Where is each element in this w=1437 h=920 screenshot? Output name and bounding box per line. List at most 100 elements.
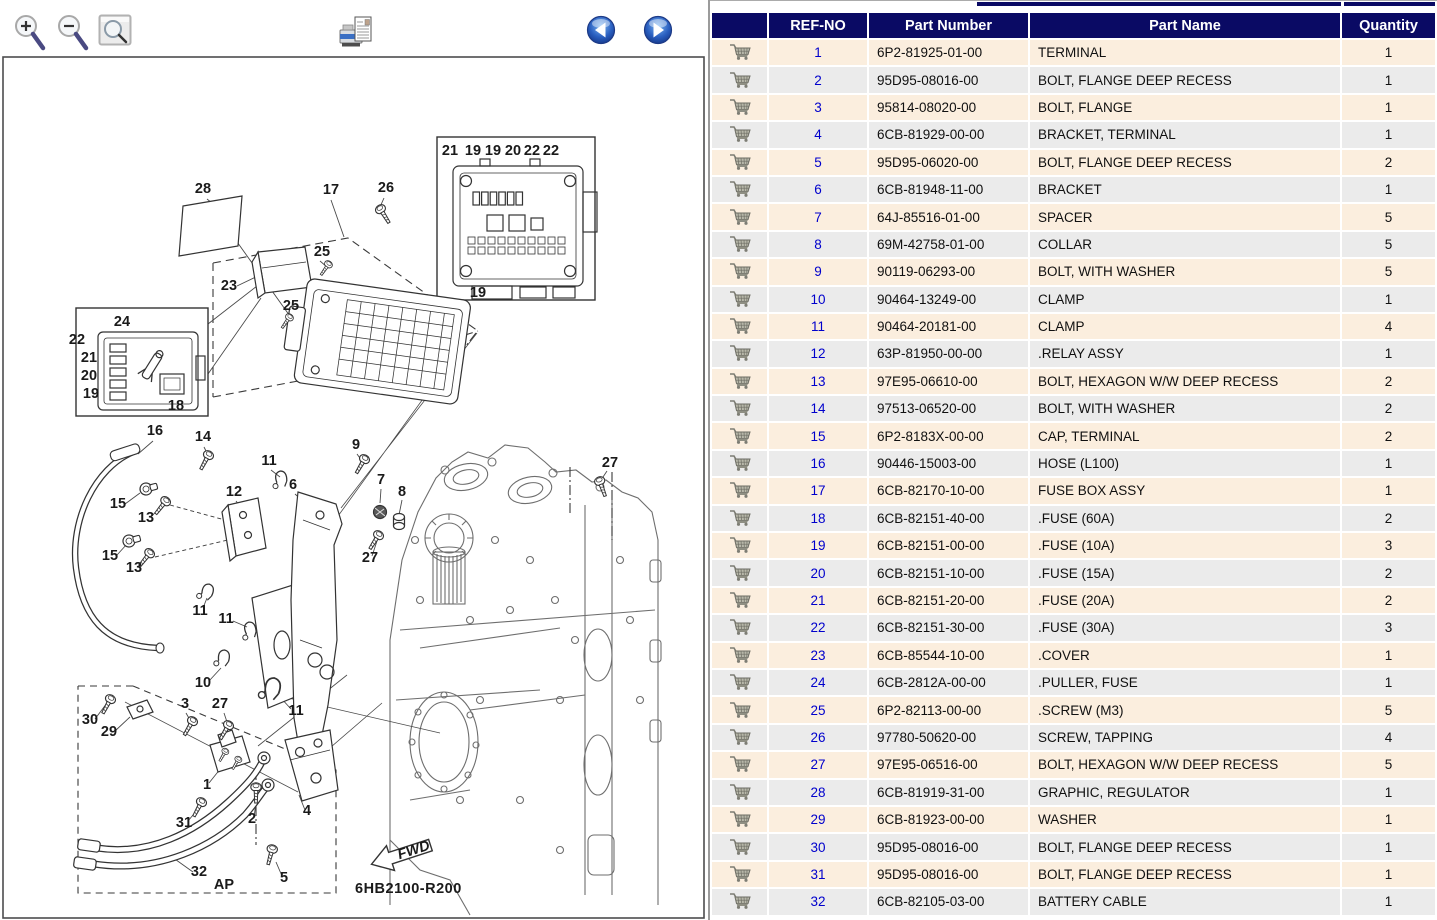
add-to-cart-button[interactable] <box>712 94 767 121</box>
ref-no-link[interactable]: 6 <box>814 182 822 198</box>
quantity-cell: 2 <box>1342 368 1435 395</box>
print-button[interactable] <box>338 14 378 52</box>
quantity-cell: 2 <box>1342 505 1435 532</box>
cart-icon <box>729 373 751 389</box>
quantity-cell: 2 <box>1342 396 1435 422</box>
add-to-cart-button[interactable] <box>712 176 767 203</box>
ref-no-link[interactable]: 18 <box>810 510 826 526</box>
add-to-cart-button[interactable] <box>712 286 767 312</box>
ref-no-link[interactable]: 26 <box>810 729 826 745</box>
ref-no-link[interactable]: 9 <box>814 264 822 280</box>
part-name-cell: .FUSE (60A) <box>1030 505 1340 532</box>
diagram-ref-label: 28 <box>195 181 211 197</box>
part-name-cell: .PULLER, FUSE <box>1030 669 1340 696</box>
ref-no-link[interactable]: 7 <box>814 209 822 225</box>
viewer-button[interactable] <box>98 14 134 48</box>
diagram-ref-label: 30 <box>82 712 98 728</box>
prev-page-button[interactable] <box>586 15 617 46</box>
add-to-cart-button[interactable] <box>712 396 767 422</box>
ref-no-link[interactable]: 1 <box>814 45 822 61</box>
add-to-cart-button[interactable] <box>712 505 767 532</box>
ref-no-link[interactable]: 14 <box>810 401 826 417</box>
add-to-cart-button[interactable] <box>712 67 767 93</box>
ref-no-link[interactable]: 24 <box>810 675 826 691</box>
add-to-cart-button[interactable] <box>712 40 767 66</box>
add-to-cart-button[interactable] <box>712 149 767 175</box>
part-number-cell: 6P2-8183X-00-00 <box>869 423 1028 449</box>
ref-no-link[interactable]: 13 <box>810 373 826 389</box>
ref-no-link[interactable]: 10 <box>810 291 826 307</box>
add-to-cart-button[interactable] <box>712 259 767 285</box>
add-to-cart-button[interactable] <box>712 368 767 395</box>
part-name-cell: SCREW, TAPPING <box>1030 724 1340 751</box>
add-to-cart-button[interactable] <box>712 669 767 696</box>
part-number-cell: 64J-85516-01-00 <box>869 204 1028 230</box>
add-to-cart-button[interactable] <box>712 889 767 915</box>
ref-no-link[interactable]: 5 <box>814 154 822 170</box>
add-to-cart-button[interactable] <box>712 861 767 888</box>
zoom-in-button[interactable] <box>12 11 50 55</box>
add-to-cart-button[interactable] <box>712 423 767 449</box>
add-to-cart-button[interactable] <box>712 204 767 230</box>
add-to-cart-button[interactable] <box>712 587 767 614</box>
ref-no-link[interactable]: 17 <box>810 483 826 499</box>
ref-no-link[interactable]: 28 <box>810 784 826 800</box>
quantity-cell: 3 <box>1342 533 1435 559</box>
add-to-cart-button[interactable] <box>712 560 767 586</box>
ref-no-link[interactable]: 25 <box>810 702 826 718</box>
add-to-cart-button[interactable] <box>712 697 767 723</box>
add-to-cart-button[interactable] <box>712 341 767 367</box>
cart-icon <box>729 263 751 280</box>
ref-no-link[interactable]: 11 <box>810 319 825 335</box>
add-to-cart-button[interactable] <box>712 806 767 833</box>
ref-no-link[interactable]: 4 <box>814 127 822 143</box>
ref-no-link[interactable]: 3 <box>814 99 822 115</box>
ref-no-link[interactable]: 30 <box>810 839 826 855</box>
add-to-cart-button[interactable] <box>712 533 767 559</box>
ref-no-link[interactable]: 22 <box>810 620 826 636</box>
add-to-cart-button[interactable] <box>712 313 767 340</box>
ref-no-link[interactable]: 8 <box>814 236 822 252</box>
diagram-ref-label: 19 <box>485 143 501 159</box>
ref-no-link[interactable]: 16 <box>810 456 826 472</box>
cart-icon <box>729 427 751 444</box>
add-to-cart-button[interactable] <box>712 450 767 477</box>
diagram-ref-label: 13 <box>126 560 142 576</box>
add-to-cart-button[interactable] <box>712 779 767 805</box>
add-to-cart-button[interactable] <box>712 478 767 504</box>
diagram-ref-label: 11 <box>288 703 303 719</box>
ref-no-link[interactable]: 2 <box>814 72 822 88</box>
cart-icon <box>729 893 751 910</box>
ref-no-link[interactable]: 32 <box>810 894 826 910</box>
next-page-button[interactable] <box>643 15 674 46</box>
ref-no-link[interactable]: 20 <box>810 565 826 581</box>
add-to-cart-button[interactable] <box>712 615 767 641</box>
add-to-cart-button[interactable] <box>712 724 767 751</box>
ref-no-link[interactable]: 27 <box>810 757 826 773</box>
add-to-cart-button[interactable] <box>712 642 767 668</box>
diagram-ref-label: 11 <box>218 611 233 627</box>
part-name-cell: BOLT, HEXAGON W/W DEEP RECESS <box>1030 752 1340 778</box>
ref-no-link[interactable]: 19 <box>810 538 826 554</box>
add-to-cart-button[interactable] <box>712 231 767 258</box>
part-number-cell: 6CB-82170-10-00 <box>869 478 1028 504</box>
cart-icon <box>729 510 751 526</box>
ref-no-link[interactable]: 29 <box>810 812 826 828</box>
part-number-cell: 63P-81950-00-00 <box>869 341 1028 367</box>
ref-no-link[interactable]: 31 <box>810 866 826 882</box>
ref-no-link[interactable]: 23 <box>810 647 826 663</box>
add-to-cart-button[interactable] <box>712 834 767 860</box>
add-to-cart-button[interactable] <box>712 752 767 778</box>
ref-no-link[interactable]: 21 <box>810 593 826 608</box>
zoom-out-button[interactable] <box>55 11 93 55</box>
ref-no-link[interactable]: 12 <box>810 346 826 362</box>
cart-icon <box>729 71 751 88</box>
ref-no-link[interactable]: 15 <box>810 428 826 444</box>
add-to-cart-button[interactable] <box>712 122 767 148</box>
drawing-number: 6HB2100-R200 <box>355 881 462 897</box>
